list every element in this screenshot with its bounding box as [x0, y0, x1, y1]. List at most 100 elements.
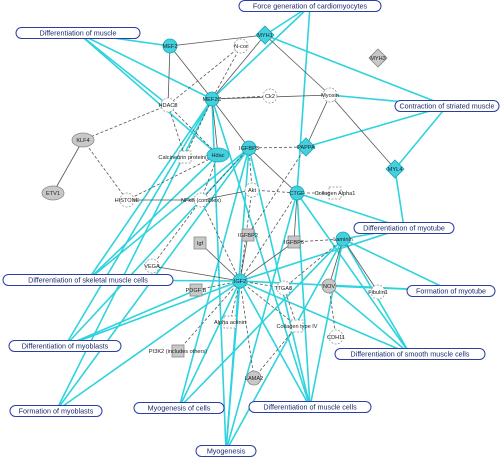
molecule-shape	[241, 140, 257, 156]
molecule-node-pdgfb[interactable]: PDGF B	[186, 283, 207, 297]
molecule-node-igfbp2[interactable]: IGFBP2	[238, 228, 258, 242]
molecule-node-pappa[interactable]: PAPPA	[296, 137, 316, 157]
function-label: Differentiation of myoblasts	[22, 342, 109, 351]
molecule-edge	[200, 199, 241, 282]
molecule-node-pi3k2[interactable]: PI3K2 (includes others)	[149, 344, 207, 358]
molecule-label: Igf	[197, 241, 204, 247]
molecule-node-alphaact[interactable]: Alpha actinin	[214, 315, 246, 329]
molecule-edge	[195, 280, 241, 291]
molecule-node-myosin[interactable]: Myosin	[321, 87, 339, 103]
function-edge	[87, 98, 213, 281]
molecule-node-akt[interactable]: Akt	[244, 182, 260, 198]
function-label: Force generation of cardiomyocytes	[253, 2, 368, 11]
molecule-node-igf2[interactable]: IGF2	[232, 273, 248, 289]
molecule-node-ctgf[interactable]: CTGF	[289, 185, 305, 201]
molecule-shape	[287, 235, 301, 249]
function-box-formation-myoblasts[interactable]: Formation of myoblasts	[9, 405, 103, 417]
molecule-label: Ck2	[265, 94, 275, 100]
function-box-diff-muscle-cells[interactable]: Differentiation of muscle cells	[248, 401, 372, 413]
molecule-label: CDH11	[327, 335, 345, 341]
molecule-node-mef2[interactable]: MEF2	[163, 38, 178, 54]
function-box-frame	[2, 274, 174, 286]
molecule-label: Collagen Alpha1	[315, 191, 356, 197]
molecule-node-histone[interactable]: HISTONE	[115, 192, 140, 208]
molecule-shape	[223, 315, 237, 329]
molecule-edge	[177, 280, 241, 352]
molecule-node-ncor[interactable]: N-cor	[233, 38, 249, 54]
molecule-shape	[160, 97, 176, 113]
molecule-edge	[283, 238, 344, 289]
molecule-shape	[178, 150, 192, 164]
molecule-node-ck2[interactable]: Ck2	[262, 88, 278, 104]
function-box-diff-smooth[interactable]: Differentiation of smooth muscle cells	[334, 348, 486, 360]
function-edge	[309, 238, 344, 408]
molecule-node-vega[interactable]: VEGA	[144, 258, 160, 274]
molecule-node-mef2c[interactable]: MEF2C	[203, 91, 222, 107]
molecule-shape	[71, 132, 95, 148]
molecule-edge	[305, 94, 331, 148]
function-box-contraction[interactable]: Contraction of striated muscle	[394, 100, 500, 112]
molecule-label: Hdac	[211, 153, 224, 159]
molecule-node-cdh11[interactable]: CDH11	[327, 329, 345, 345]
molecule-shape	[255, 25, 275, 45]
function-box-frame	[15, 27, 141, 39]
function-box-diff-muscle[interactable]: Differentiation of muscle	[15, 27, 141, 39]
molecule-node-nfkb[interactable]: NFkB (complex)	[181, 192, 221, 208]
function-box-diff-myoblasts[interactable]: Differentiation of myoblasts	[8, 340, 122, 352]
molecule-shape	[276, 280, 292, 296]
function-box-myogenesis[interactable]: Myogenesis	[195, 445, 257, 457]
molecule-edge	[253, 325, 298, 379]
function-box-frame	[8, 340, 122, 352]
molecule-label: LAMA2	[245, 376, 263, 382]
molecule-edge	[239, 280, 255, 379]
function-box-formation-myotube[interactable]: Formation of myotube	[406, 285, 496, 297]
molecule-edge	[169, 45, 213, 100]
molecule-node-igf[interactable]: Igf	[193, 236, 207, 250]
molecule-node-hdac[interactable]: Hdac	[206, 147, 230, 163]
molecule-node-igfbp6[interactable]: IGFBP6	[284, 235, 304, 249]
molecule-node-igfbp3[interactable]: IGFBP3	[239, 140, 259, 156]
molecule-edge	[264, 34, 331, 96]
molecule-shape	[204, 91, 220, 107]
molecule-node-hdac8[interactable]: HDAC8	[159, 97, 178, 113]
molecule-node-nov[interactable]: NOV	[321, 278, 337, 294]
molecule-node-fibulin[interactable]: Fibulin1	[368, 284, 388, 300]
molecule-label: CTGF	[289, 191, 305, 197]
molecule-label: NFkB (complex)	[181, 198, 221, 204]
molecule-shape	[144, 258, 160, 274]
function-edge	[77, 32, 219, 156]
function-edge	[342, 238, 452, 292]
molecule-node-klf4[interactable]: KLF4	[71, 132, 95, 148]
function-edge	[305, 105, 448, 148]
function-edge	[225, 238, 344, 452]
function-box-frame	[394, 100, 500, 112]
molecule-node-myl4[interactable]: MYL4	[385, 159, 405, 179]
molecule-node-lama2[interactable]: LAMA2	[245, 370, 263, 386]
molecule-node-colalpha1[interactable]: Collagen Alpha1	[315, 186, 356, 200]
molecule-label: Collagen type IV	[276, 324, 317, 330]
molecule-node-itga8[interactable]: ITGA8	[276, 280, 292, 296]
function-box-force-gen[interactable]: Force generation of cardiomyocytes	[238, 0, 382, 12]
function-box-diff-myotube[interactable]: Differentiation of myotube	[353, 222, 455, 234]
function-edge	[178, 147, 250, 409]
molecule-label: IGFBP3	[239, 146, 259, 152]
function-box-frame	[9, 405, 103, 417]
molecule-edge	[151, 265, 241, 282]
molecule-node-myh1[interactable]: MYH1	[255, 25, 275, 45]
molecule-node-laminin[interactable]: Laminin	[333, 231, 353, 247]
molecule-shape	[290, 319, 304, 333]
molecule-node-etv1[interactable]: ETV1	[41, 185, 65, 201]
molecule-edge	[247, 146, 307, 236]
molecule-edge	[293, 238, 344, 243]
function-box-diff-skeletal[interactable]: Differentiation of skeletal muscle cells	[2, 274, 174, 286]
function-edge	[211, 5, 311, 100]
function-label: Differentiation of muscle cells	[263, 403, 357, 412]
molecule-node-myh3[interactable]: MYH3	[368, 48, 388, 68]
molecule-node-coliv[interactable]: Collagen type IV	[276, 319, 318, 333]
function-label: Formation of myotube	[416, 287, 486, 296]
function-box-myogenesis-cells[interactable]: Myogenesis of cells	[133, 402, 225, 414]
molecule-label: PI3K2 (includes others)	[149, 349, 207, 355]
molecule-node-calcium[interactable]: Calcineurin protein(s)	[158, 150, 212, 164]
